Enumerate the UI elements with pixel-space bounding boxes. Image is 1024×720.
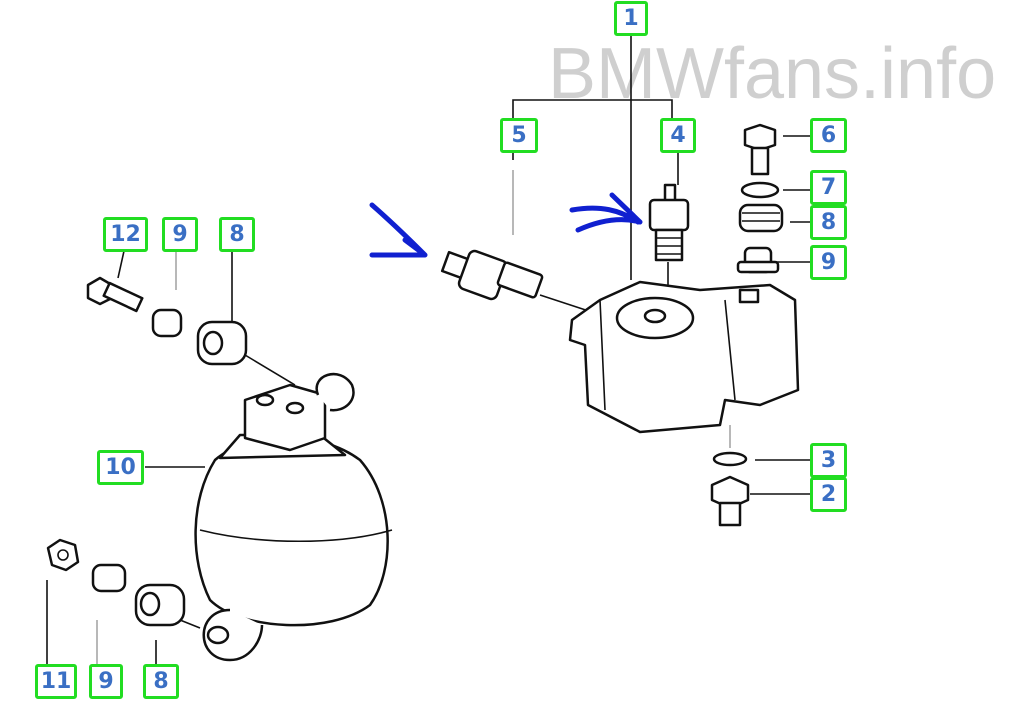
callout-9-right: 9 — [810, 245, 847, 280]
arrow-to-switch-5 — [369, 202, 428, 258]
callout-7: 7 — [810, 170, 847, 205]
callout-8-bottom: 8 — [143, 664, 179, 699]
callout-4: 4 — [660, 118, 696, 153]
callout-11: 11 — [35, 664, 77, 699]
callout-12: 12 — [103, 217, 148, 252]
callout-9-bottom: 9 — [89, 664, 123, 699]
cap-9-top — [151, 308, 183, 338]
callout-10: 10 — [97, 450, 144, 485]
callout-2: 2 — [810, 477, 847, 512]
bolt-6 — [743, 123, 777, 176]
nut-11 — [46, 538, 80, 572]
callout-8-top: 8 — [219, 217, 255, 252]
pressure-switch-4 — [648, 183, 690, 262]
callout-6: 6 — [810, 118, 847, 153]
plug-2 — [710, 475, 750, 527]
callout-5: 5 — [500, 118, 538, 153]
cap-9-bottom — [91, 563, 127, 593]
callout-1: 1 — [614, 1, 648, 36]
pressure-switch-5 — [440, 249, 544, 301]
watermark-logo: BMWfans.info — [548, 34, 997, 114]
arrow-to-switch-4 — [569, 192, 643, 233]
o-ring-3 — [712, 451, 748, 467]
seal-8-bottom — [134, 583, 186, 627]
seal-8 — [738, 203, 784, 233]
group-bracket — [512, 35, 673, 280]
pressure-accumulator-10 — [194, 373, 393, 662]
callout-3: 3 — [810, 443, 847, 478]
seal-8-top — [196, 320, 248, 366]
callout-9-top: 9 — [162, 217, 198, 252]
cap-9 — [736, 246, 780, 274]
bolt-12 — [86, 276, 144, 313]
callout-8-right: 8 — [810, 205, 847, 240]
valve-block — [568, 280, 800, 434]
washer-7 — [740, 181, 780, 199]
